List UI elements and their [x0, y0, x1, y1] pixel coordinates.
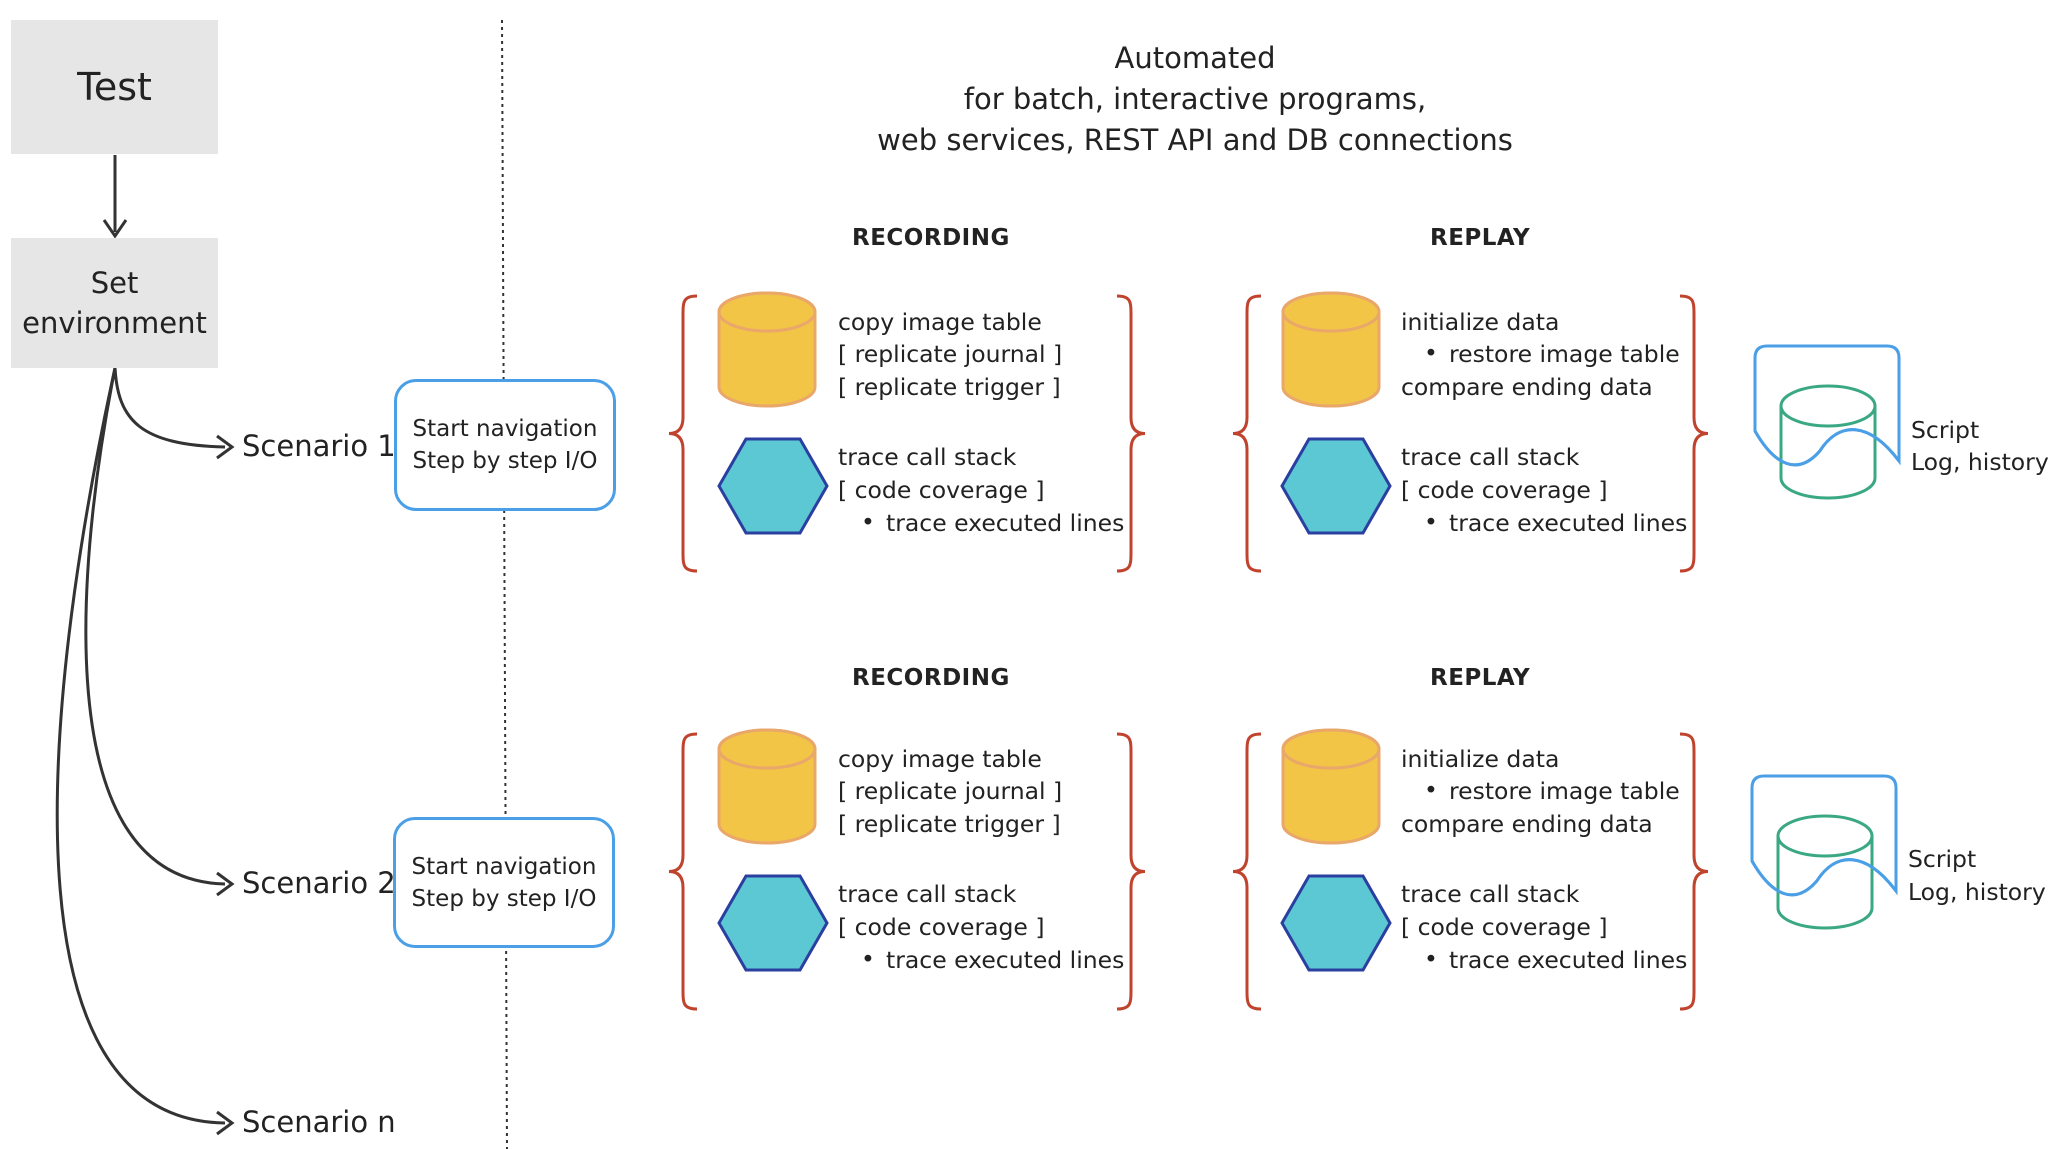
bullet-dot: •	[1424, 339, 1438, 367]
set-env-line-2: environment	[22, 306, 207, 340]
bullet-dot: •	[1424, 945, 1438, 973]
set-env-line-1: Set	[90, 266, 139, 300]
replay-header-1: REPLAY	[1430, 225, 1531, 251]
close-brace	[1679, 732, 1709, 1011]
hexagon-icon	[1280, 437, 1392, 535]
curve-scenario-2	[84, 367, 226, 886]
automated-line-1: Automated	[1114, 41, 1276, 75]
scenario-2-label: Scenario 2	[242, 866, 396, 900]
open-brace	[668, 294, 698, 573]
navigation-line-2: Step by step I/O	[412, 448, 598, 474]
close-brace	[1679, 294, 1709, 573]
replay-trace-line: trace executed lines	[1449, 509, 1688, 537]
log-database-top	[1776, 814, 1874, 858]
close-brace	[1116, 294, 1146, 573]
test-box-label: Test	[77, 65, 152, 109]
curve-scenario-1-head	[216, 434, 235, 460]
hexagon-icon	[1280, 874, 1392, 972]
recording-db-line: [ replicate trigger ]	[838, 810, 1061, 838]
open-brace	[1232, 732, 1262, 1011]
arrow-test-to-env-head	[102, 219, 128, 239]
navigation-line-1: Start navigation	[412, 416, 598, 442]
replay-db-line: restore image table	[1449, 777, 1680, 805]
recording-trace-line: trace call stack	[838, 880, 1017, 908]
log-database-icon	[1779, 406, 1877, 500]
automated-line-3: web services, REST API and DB connection…	[877, 123, 1513, 157]
log-database-icon	[1776, 836, 1874, 930]
script-wave	[1750, 858, 1898, 897]
bullet-dot: •	[861, 508, 875, 536]
bullet-dot: •	[1424, 776, 1438, 804]
recording-trace-line: trace executed lines	[886, 509, 1125, 537]
set-environment-box: Set environment	[11, 238, 218, 368]
replay-trace-line: trace call stack	[1401, 880, 1580, 908]
open-brace	[668, 732, 698, 1011]
replay-trace-line: trace call stack	[1401, 443, 1580, 471]
script-document-icon	[1750, 774, 1898, 897]
log-database-top	[1779, 384, 1877, 428]
replay-trace-line: [ code coverage ]	[1401, 913, 1608, 941]
replay-trace-line: [ code coverage ]	[1401, 476, 1608, 504]
replay-trace-line: trace executed lines	[1449, 946, 1688, 974]
curve-scenario-1	[113, 367, 226, 449]
bullet-dot: •	[861, 945, 875, 973]
output-script-label: Script	[1911, 416, 1980, 444]
dotted-separator	[501, 19, 508, 1149]
curve-scenario-n	[55, 367, 226, 1125]
scenario-n-label: Scenario n	[242, 1105, 396, 1139]
replay-header-2: REPLAY	[1430, 665, 1531, 691]
navigation-line-2: Step by step I/O	[411, 885, 597, 912]
close-brace	[1116, 732, 1146, 1011]
recording-db-line: [ replicate journal ]	[838, 340, 1063, 368]
output-script-label: Script	[1908, 845, 1977, 873]
navigation-line-1: Start navigation	[411, 853, 597, 880]
replay-db-line: initialize data	[1401, 308, 1560, 336]
recording-db-line: [ replicate journal ]	[838, 777, 1063, 805]
replay-db-line: initialize data	[1401, 745, 1560, 773]
recording-header-2: RECORDING	[852, 665, 1010, 691]
output-log-label: Log, history	[1908, 878, 2046, 906]
block-row-1	[668, 291, 1901, 573]
scenario-1-label: Scenario 1	[242, 429, 396, 463]
recording-trace-line: [ code coverage ]	[838, 476, 1045, 504]
hexagon-icon	[717, 437, 829, 535]
script-wave	[1753, 428, 1901, 467]
recording-trace-line: trace call stack	[838, 443, 1017, 471]
replay-db-line: compare ending data	[1401, 373, 1653, 401]
recording-db-line: [ replicate trigger ]	[838, 373, 1061, 401]
recording-trace-line: trace executed lines	[886, 946, 1125, 974]
automated-title: Automated for batch, interactive program…	[800, 38, 1590, 161]
recording-header-1: RECORDING	[852, 225, 1010, 251]
curve-scenario-n-head	[216, 1110, 235, 1136]
replay-db-line: restore image table	[1449, 340, 1680, 368]
block-row-2	[668, 728, 1898, 1011]
recording-db-line: copy image table	[838, 308, 1042, 336]
curve-scenario-2-head	[216, 871, 235, 897]
navigation-box-2: Start navigation Step by step I/O	[393, 817, 615, 948]
test-box: Test	[11, 20, 218, 154]
database-cylinder-top	[1281, 728, 1381, 770]
automated-line-2: for batch, interactive programs,	[963, 82, 1427, 116]
output-log-label: Log, history	[1911, 448, 2048, 476]
recording-trace-line: [ code coverage ]	[838, 913, 1045, 941]
database-cylinder-top	[717, 728, 817, 770]
recording-db-line: copy image table	[838, 745, 1042, 773]
open-brace	[1232, 294, 1262, 573]
hexagon-icon	[717, 874, 829, 972]
database-cylinder-top	[717, 291, 817, 333]
script-document-icon	[1753, 344, 1901, 467]
replay-db-line: compare ending data	[1401, 810, 1653, 838]
navigation-box-1: Start navigation Step by step I/O	[394, 379, 616, 511]
database-cylinder-top	[1281, 291, 1381, 333]
bullet-dot: •	[1424, 508, 1438, 536]
